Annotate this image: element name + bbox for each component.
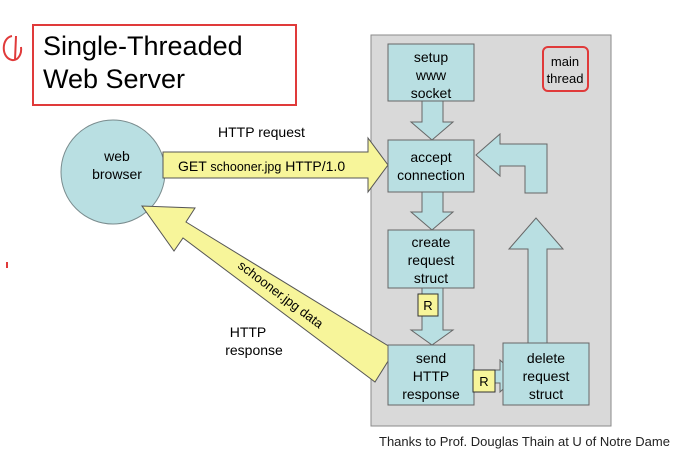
r-badge-send [472, 369, 496, 393]
step-create-line-2: request [408, 252, 455, 268]
get-file: schooner.jpg [210, 160, 281, 174]
step-setup-line-2: www [415, 67, 447, 83]
data-arrow-label: schooner.jpg data [235, 258, 327, 332]
r-badge-create [417, 293, 439, 317]
step-delete-line-3: struct [529, 386, 563, 402]
step-send-line-2: HTTP [413, 368, 450, 384]
step-delete-line-2: request [523, 368, 570, 384]
step-accept-line-2: connection [397, 167, 465, 183]
http-response-label-line-2: response [225, 342, 283, 358]
main-thread-label-line-2: thread [547, 71, 584, 86]
step-setup-line-3: socket [411, 85, 452, 101]
get-request-text: GET schooner.jpg HTTP/1.0 [178, 158, 345, 174]
title-line-1: Single-Threaded [43, 31, 243, 61]
step-delete-line-1: delete [527, 350, 565, 366]
web-browser-label-line-2: browser [92, 166, 142, 182]
step-create-box [387, 229, 475, 289]
http-response-label-line-1: HTTP [230, 324, 267, 340]
step-send-line-3: response [402, 386, 460, 402]
arrow-setup-to-accept [409, 100, 455, 141]
step-accept-box [387, 139, 475, 193]
step-send-line-1: send [416, 350, 446, 366]
annotation-number [2, 35, 23, 62]
loop-arrow-delete-to-accept [507, 217, 565, 344]
step-accept-line-1: accept [410, 149, 451, 165]
step-create-line-1: create [412, 234, 451, 250]
step-create-line-3: struct [414, 270, 448, 286]
r-badge-create-label: R [423, 298, 432, 313]
title-box [32, 24, 297, 106]
data-response-arrow [141, 205, 396, 383]
step-send-box [387, 344, 475, 406]
step-setup-box [387, 43, 475, 102]
r-badge-send-label: R [479, 374, 488, 389]
main-thread-label-box [542, 46, 589, 92]
get-suffix: HTTP/1.0 [281, 158, 345, 174]
web-browser-label-line-1: web [103, 148, 130, 164]
annotation-circle [2, 35, 23, 62]
get-prefix: GET [178, 158, 210, 174]
loop-arrow-return-to-accept [475, 132, 548, 194]
step-setup-line-1: setup [414, 49, 448, 65]
step-delete-box [502, 342, 590, 406]
http-request-label: HTTP request [218, 124, 305, 140]
main-thread-label-line-1: main [551, 54, 579, 69]
title-line-2: Web Server [43, 64, 185, 94]
annotation-stroke [14, 35, 17, 61]
credit-text: Thanks to Prof. Douglas Thain at U of No… [379, 434, 670, 449]
arrow-accept-to-create [409, 191, 455, 231]
http-request-arrow [162, 136, 389, 194]
